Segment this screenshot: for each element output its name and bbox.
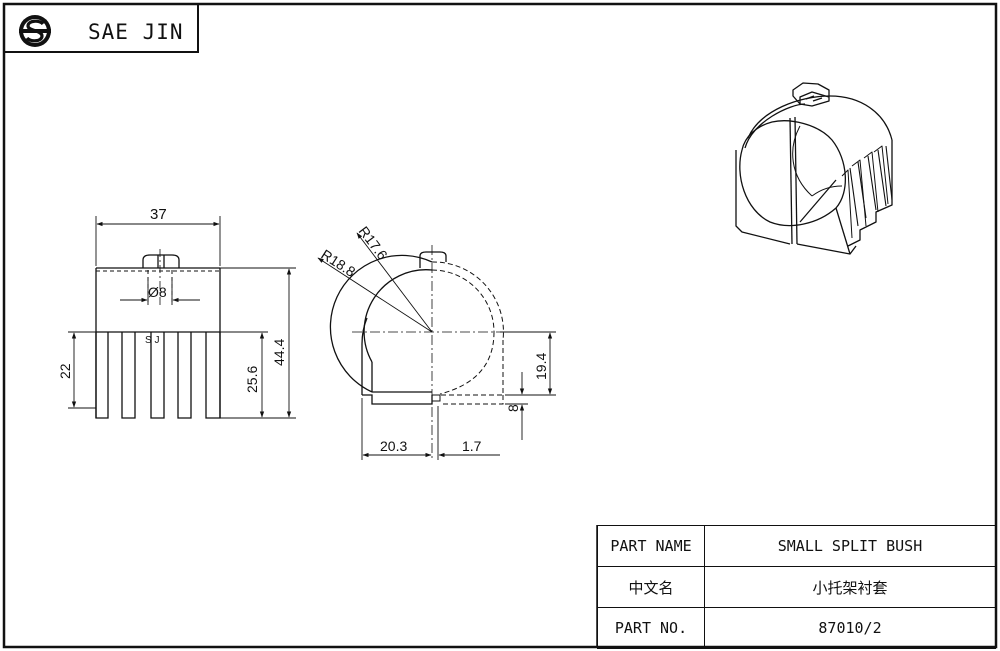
dim-radius-18-8: R18.8: [318, 246, 358, 280]
front-view: [95, 249, 221, 419]
title-row-chinese-name: 中文名 小托架衬套: [597, 566, 996, 608]
title-block: PART NAME SMALL SPLIT BUSH 中文名 小托架衬套 PAR…: [597, 525, 996, 649]
front-view-dimensions: [68, 216, 296, 419]
marking-text: S J: [145, 335, 159, 346]
dim-width-37: 37: [150, 206, 167, 223]
dim-radius-17-6: R17.6: [356, 223, 391, 263]
part-name-label: PART NAME: [597, 525, 705, 567]
brand-box: SAE JIN: [6, 6, 198, 52]
brand-block: [4, 4, 199, 53]
part-no-value: 87010/2: [704, 607, 996, 649]
side-view: [329, 245, 515, 460]
dim-height-19-4: 19.4: [533, 353, 549, 380]
dim-slot-diameter: Ø8: [148, 284, 167, 300]
sj-logo-icon: [19, 15, 51, 47]
chinese-name-label: 中文名: [597, 566, 705, 608]
dim-height-44-4: 44.4: [271, 339, 287, 366]
side-view-dimensions: [317, 232, 556, 460]
dim-width-20-3: 20.3: [380, 438, 407, 454]
brand-name: SAE JIN: [88, 20, 184, 44]
dim-width-1-7: 1.7: [462, 438, 482, 454]
dim-height-8: 8: [505, 404, 521, 412]
chinese-name-value: 小托架衬套: [704, 566, 996, 608]
isometric-view: [735, 82, 893, 255]
title-row-part-no: PART NO. 87010/2: [597, 607, 996, 649]
part-name-value: SMALL SPLIT BUSH: [704, 525, 996, 567]
dim-height-25-6: 25.6: [244, 366, 260, 393]
dim-height-22: 22: [57, 363, 73, 379]
part-no-label: PART NO.: [597, 607, 705, 649]
title-row-part-name: PART NAME SMALL SPLIT BUSH: [597, 525, 996, 567]
